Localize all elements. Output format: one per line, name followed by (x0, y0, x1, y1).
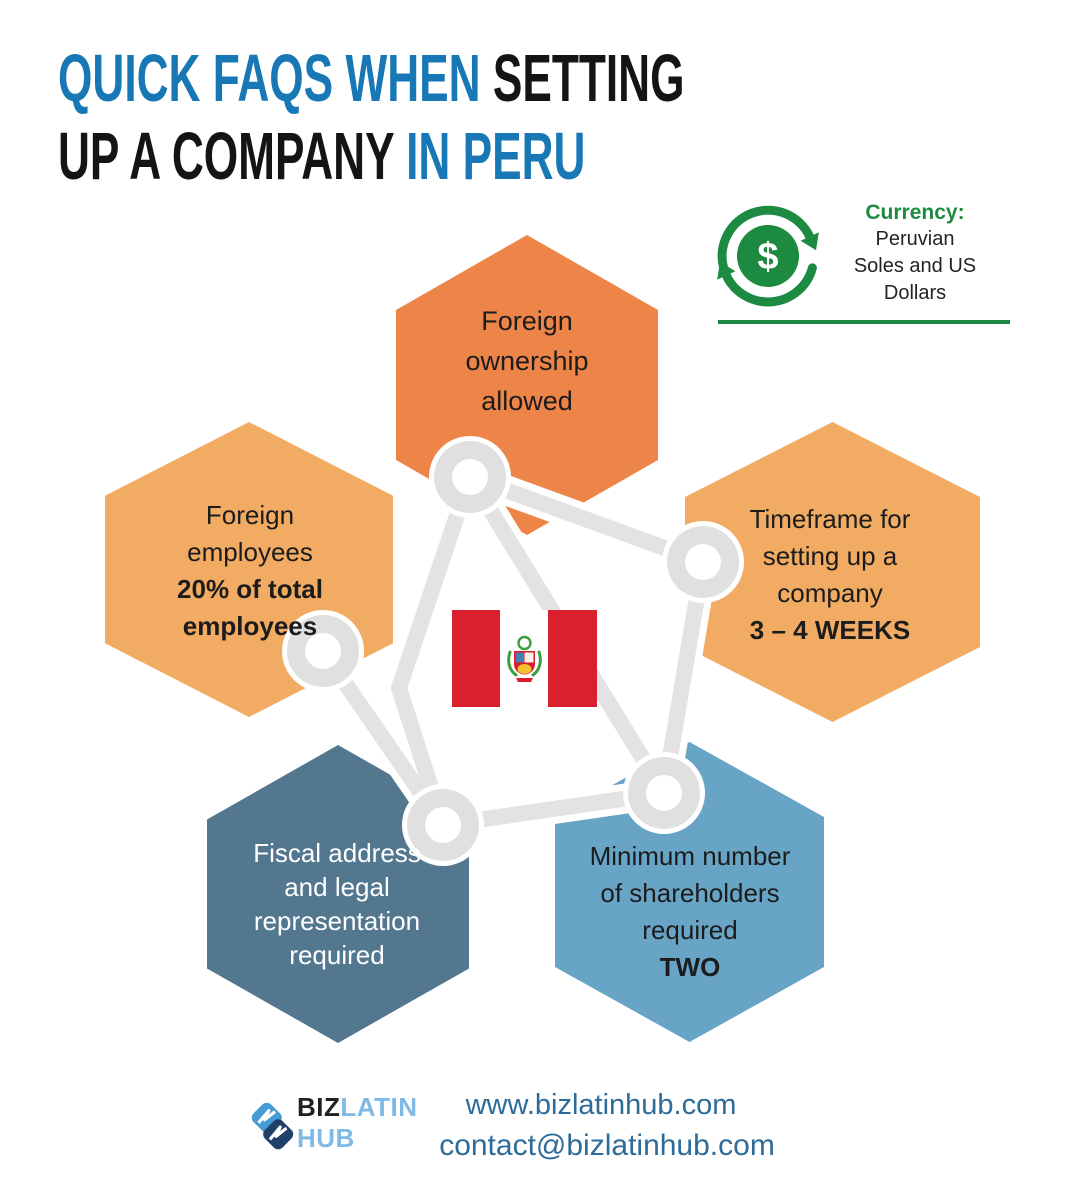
title-line1-blue: QUICK FAQS WHEN (58, 41, 493, 116)
hexagon-text-timeframe: Timeframe for setting up a company 3 – 4… (690, 501, 970, 649)
node-left (282, 610, 364, 692)
hex-line-bold: TWO (659, 952, 721, 982)
node-bottom-left (402, 784, 484, 866)
currency-cycle-icon: $ (717, 205, 819, 307)
hexagon-text-foreign-employees: Foreign employees 20% of total employees (110, 497, 390, 645)
title-line2-blue: IN PERU (406, 119, 586, 194)
dollar-sign-glyph: $ (757, 236, 778, 278)
brand-line-2: HUB (297, 1125, 418, 1156)
hex-line: allowed (481, 386, 573, 416)
brand-latin: LATIN (340, 1092, 418, 1122)
peru-flag (452, 610, 597, 707)
title-line-1: QUICK FAQS WHEN SETTING (58, 40, 684, 118)
hex-line: setting up a (762, 541, 898, 571)
brand-biz: BIZ (297, 1092, 341, 1122)
hex-line: Fiscal address (253, 838, 421, 868)
network-nodes (282, 436, 744, 866)
hex-line: Minimum number (589, 841, 791, 871)
title-line1-black: SETTING (492, 41, 685, 116)
flag-red-band-left (452, 610, 501, 707)
hex-line-bold: 20% of total (177, 574, 323, 604)
hex-line: Timeframe for (749, 504, 911, 534)
node-right (662, 521, 744, 603)
title-line-2: UP A COMPANY IN PERU (58, 118, 684, 196)
hexagon-text-foreign-ownership: Foreign ownership allowed (387, 301, 667, 421)
currency-line: Dollars (883, 282, 947, 304)
currency-line: Peruvian (875, 228, 955, 250)
hex-line: required (642, 915, 738, 945)
currency-underline (718, 320, 1010, 324)
brand-hub: HUB (297, 1123, 355, 1153)
hex-line: ownership (465, 346, 589, 376)
hex-line-bold: employees (182, 611, 318, 641)
hex-line: representation (253, 906, 421, 936)
hex-line: Foreign (205, 500, 295, 530)
hex-line: employees (187, 537, 313, 567)
hex-line: of shareholders (600, 878, 780, 908)
hex-line: and legal (284, 872, 390, 902)
currency-label: Currency: (865, 201, 965, 224)
peru-coat-of-arms-icon (507, 635, 542, 682)
hexagon-text-shareholders: Minimum number of shareholders required … (550, 838, 830, 986)
hex-line-bold: 3 – 4 WEEKS (749, 615, 911, 645)
bizlatinhub-logo-icon (251, 1102, 294, 1150)
brand-line-1: BIZLATIN (297, 1094, 418, 1125)
brand-wordmark: BIZLATIN HUB (297, 1094, 418, 1156)
page-title: QUICK FAQS WHEN SETTING UP A COMPANY IN … (58, 40, 684, 196)
node-top (429, 436, 511, 518)
currency-info: Currency: Peruvian Soles and US Dollars (812, 200, 1018, 307)
hex-line: company (777, 578, 883, 608)
email-link[interactable]: contact@bizlatinhub.com (439, 1129, 775, 1162)
website-link[interactable]: www.bizlatinhub.com (465, 1089, 737, 1121)
title-line2-black: UP A COMPANY (58, 119, 407, 194)
flag-red-band-right (548, 610, 597, 707)
currency-line: Soles and US (853, 255, 977, 277)
node-bottom-right (623, 752, 705, 834)
hex-line: Foreign (481, 306, 573, 336)
hex-line: required (289, 940, 385, 970)
hexagon-text-fiscal-address: Fiscal address and legal representation … (197, 836, 477, 972)
